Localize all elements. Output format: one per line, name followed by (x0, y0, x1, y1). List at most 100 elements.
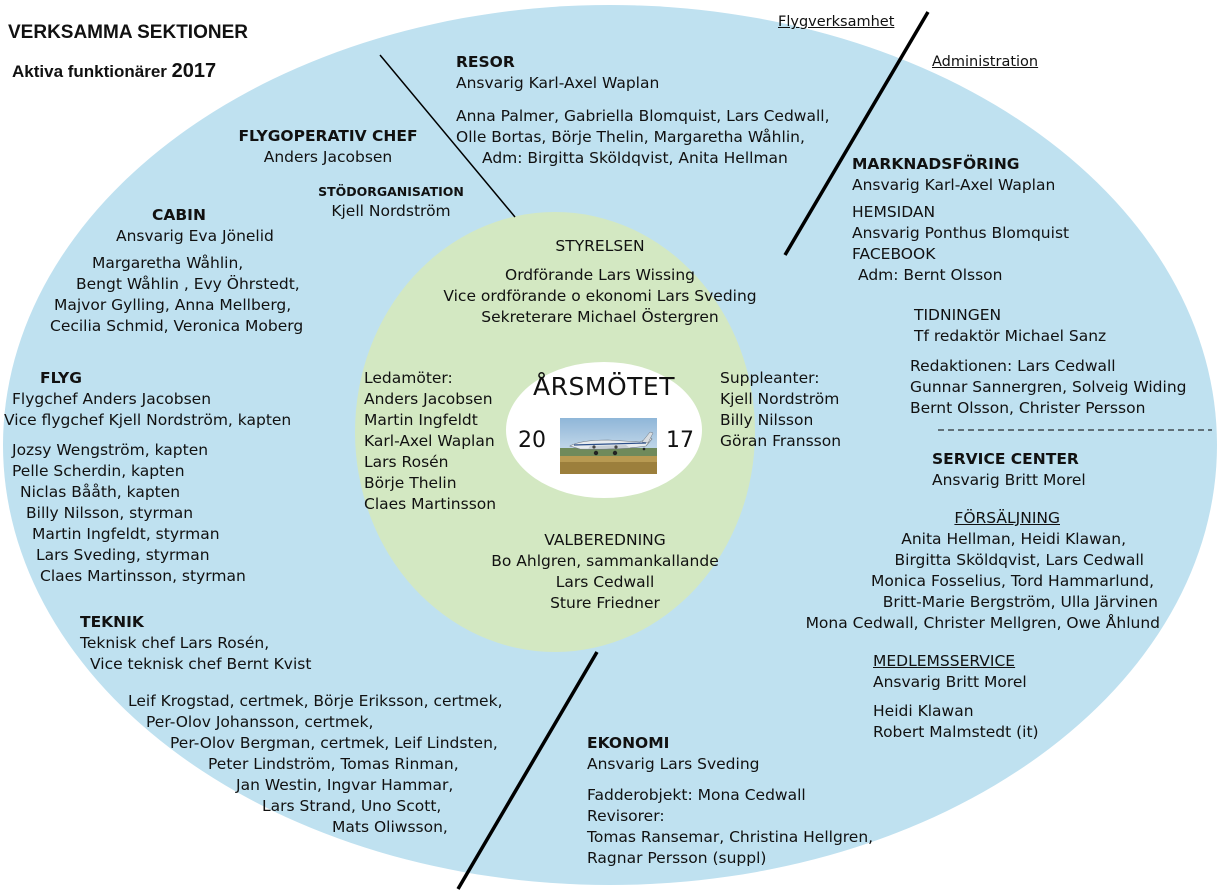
section-line: Adm: Bernt Olsson (858, 266, 1003, 284)
center-year-right: 17 (666, 428, 694, 453)
section-line: Niclas Bååth, kapten (20, 483, 181, 501)
section-line: Leif Krogstad, certmek, Börje Eriksson, … (128, 692, 503, 710)
section-line: Tf redaktör Michael Sanz (914, 327, 1107, 345)
section-line: Heidi Klawan (873, 702, 974, 720)
section-line: Majvor Gylling, Anna Mellberg, (54, 296, 292, 314)
section-line: Monica Fosselius, Tord Hammarlund, (871, 572, 1154, 590)
suppleant-name: Kjell Nordström (720, 390, 840, 408)
section-teknik: TEKNIK Teknisk chef Lars Rosén, Vice tek… (80, 612, 503, 838)
section-line: Kjell Nordström (331, 202, 451, 220)
section-flyg: FLYG Flygchef Anders Jacobsen Vice flygc… (4, 368, 291, 587)
section-line: Ansvarig Karl-Axel Waplan (852, 176, 1056, 194)
section-line: Redaktionen: Lars Cedwall (910, 357, 1116, 375)
section-line: Ansvarig Eva Jönelid (116, 227, 274, 245)
section-line: Cecilia Schmid, Veronica Moberg (50, 317, 304, 335)
section-line: Billy Nilsson, styrman (26, 504, 194, 522)
divider-line-top-right (783, 11, 930, 256)
section-line: Bengt Wåhlin , Evy Öhrstedt, (76, 275, 300, 293)
page-title: VERKSAMMA SEKTIONER (8, 22, 248, 43)
section-ekonomi: EKONOMI Ansvarig Lars Sveding Fadderobje… (587, 733, 873, 869)
section-heading: TIDNINGEN (914, 306, 1002, 324)
section-line: Ansvarig Britt Morel (932, 471, 1086, 489)
section-heading: FLYG (40, 369, 82, 387)
section-stodorganisation: STÖDORGANISATION Kjell Nordström (308, 183, 474, 222)
section-line: Ragnar Persson (suppl) (587, 849, 767, 867)
section-line: Lars Strand, Uno Scott, (262, 797, 442, 815)
section-heading: FLYGOPERATIV CHEF (238, 127, 418, 145)
section-marknadsforing: MARKNADSFÖRING Ansvarig Karl-Axel Waplan… (852, 154, 1069, 286)
section-line: Adm: Birgitta Sköldqvist, Anita Hellman (482, 149, 788, 167)
suppleant-name: Göran Fransson (720, 432, 842, 450)
center-title: ÅRSMÖTET (533, 372, 675, 401)
section-line: Revisorer: (587, 807, 665, 825)
suppleant-name: Billy Nilsson (720, 411, 814, 429)
section-line: Pelle Scherdin, kapten (12, 462, 185, 480)
section-line: HEMSIDAN (852, 203, 936, 221)
section-heading: SERVICE CENTER (932, 450, 1079, 468)
section-line: Britt-Marie Bergström, Ulla Järvinen (882, 593, 1158, 611)
subtitle-text: Aktiva funktionärer (12, 62, 167, 81)
label-administration: Administration (932, 54, 1039, 70)
section-line: Mats Oliwsson, (332, 818, 448, 836)
section-line: Gunnar Sannergren, Solveig Widing (910, 378, 1187, 396)
section-line: Mona Cedwall, Christer Mellgren, Owe Åhl… (805, 614, 1160, 632)
section-line: Per-Olov Johansson, certmek, (146, 713, 374, 731)
section-line: Ansvarig Lars Sveding (587, 755, 760, 773)
section-line: Anita Hellman, Heidi Klawan, (901, 530, 1126, 548)
section-line: Olle Bortas, Börje Thelin, Margaretha Wå… (456, 128, 805, 146)
section-line: Teknisk chef Lars Rosén, (80, 634, 270, 652)
board-line: Ordförande Lars Wissing (505, 266, 695, 284)
section-line: Anders Jacobsen (263, 148, 393, 166)
subtitle-year: 2017 (171, 60, 217, 82)
section-line: Claes Martinsson, styrman (40, 567, 246, 585)
board-suppleanter: Suppleanter: Kjell Nordström Billy Nilss… (720, 368, 841, 452)
section-line: Bernt Olsson, Christer Persson (910, 399, 1146, 417)
board-ledamoter: Ledamöter: Anders Jacobsen Martin Ingfel… (364, 368, 496, 515)
ledamot-name: Karl-Axel Waplan (364, 432, 495, 450)
board-line: Vice ordförande o ekonomi Lars Sveding (443, 287, 757, 305)
valberedning-line: Bo Ahlgren, sammankallande (491, 552, 719, 570)
section-heading: RESOR (456, 53, 515, 71)
section-heading: MEDLEMSSERVICE (873, 652, 1016, 670)
section-line: Jan Westin, Ingvar Hammar, (236, 776, 454, 794)
divider-line-bottom (456, 651, 599, 890)
section-line: Robert Malmstedt (it) (873, 723, 1039, 741)
section-line: Margaretha Wåhlin, (92, 254, 244, 272)
divider-line-top-left (379, 54, 516, 218)
valberedning-line: Sture Friedner (550, 594, 660, 612)
section-line: Tomas Ransemar, Christina Hellgren, (587, 828, 874, 846)
ledamot-name: Lars Rosén (364, 453, 449, 471)
section-heading: FÖRSÄLJNING (954, 509, 1060, 527)
section-heading: TEKNIK (80, 613, 144, 631)
board-line: Sekreterare Michael Östergren (481, 308, 719, 326)
section-flygoperativ: FLYGOPERATIV CHEF Anders Jacobsen (228, 126, 428, 168)
airplane-photo (560, 418, 657, 474)
section-line: Fadderobjekt: Mona Cedwall (587, 786, 806, 804)
section-line: Ansvarig Britt Morel (873, 673, 1027, 691)
section-line: Jozsy Wengström, kapten (12, 441, 209, 459)
section-line: Peter Lindström, Tomas Rinman, (208, 755, 459, 773)
section-medlemsservice: MEDLEMSSERVICE Ansvarig Britt Morel Heid… (873, 651, 1039, 743)
section-line: Vice flygchef Kjell Nordström, kapten (4, 411, 292, 429)
center-year-left: 20 (518, 428, 546, 453)
section-line: Anna Palmer, Gabriella Blomquist, Lars C… (456, 107, 830, 125)
valberedning: VALBEREDNING Bo Ahlgren, sammankallande … (465, 530, 745, 614)
section-heading: CABIN (152, 206, 206, 224)
ledamot-name: Claes Martinsson (364, 495, 497, 513)
ledamot-name: Börje Thelin (364, 474, 457, 492)
section-line: Flygchef Anders Jacobsen (12, 390, 212, 408)
section-resor: RESOR Ansvarig Karl-Axel Waplan Anna Pal… (456, 52, 830, 169)
section-line: Birgitta Sköldqvist, Lars Cedwall (894, 551, 1144, 569)
section-line: Per-Olov Bergman, certmek, Leif Lindsten… (170, 734, 498, 752)
label-flygverksamhet: Flygverksamhet (778, 14, 895, 30)
ledamoter-heading: Ledamöter: (364, 369, 453, 387)
section-line: Ansvarig Ponthus Blomquist (852, 224, 1070, 242)
page-subtitle: Aktiva funktionärer 2017 (12, 60, 216, 83)
section-line: Martin Ingfeldt, styrman (32, 525, 220, 543)
section-line: Lars Sveding, styrman (36, 546, 210, 564)
section-heading: STÖDORGANISATION (318, 184, 464, 199)
section-service-center: SERVICE CENTER Ansvarig Britt Morel (932, 449, 1086, 491)
ledamot-name: Anders Jacobsen (364, 390, 493, 408)
section-heading: EKONOMI (587, 734, 670, 752)
section-cabin: CABIN Ansvarig Eva Jönelid Margaretha Wå… (48, 205, 303, 337)
